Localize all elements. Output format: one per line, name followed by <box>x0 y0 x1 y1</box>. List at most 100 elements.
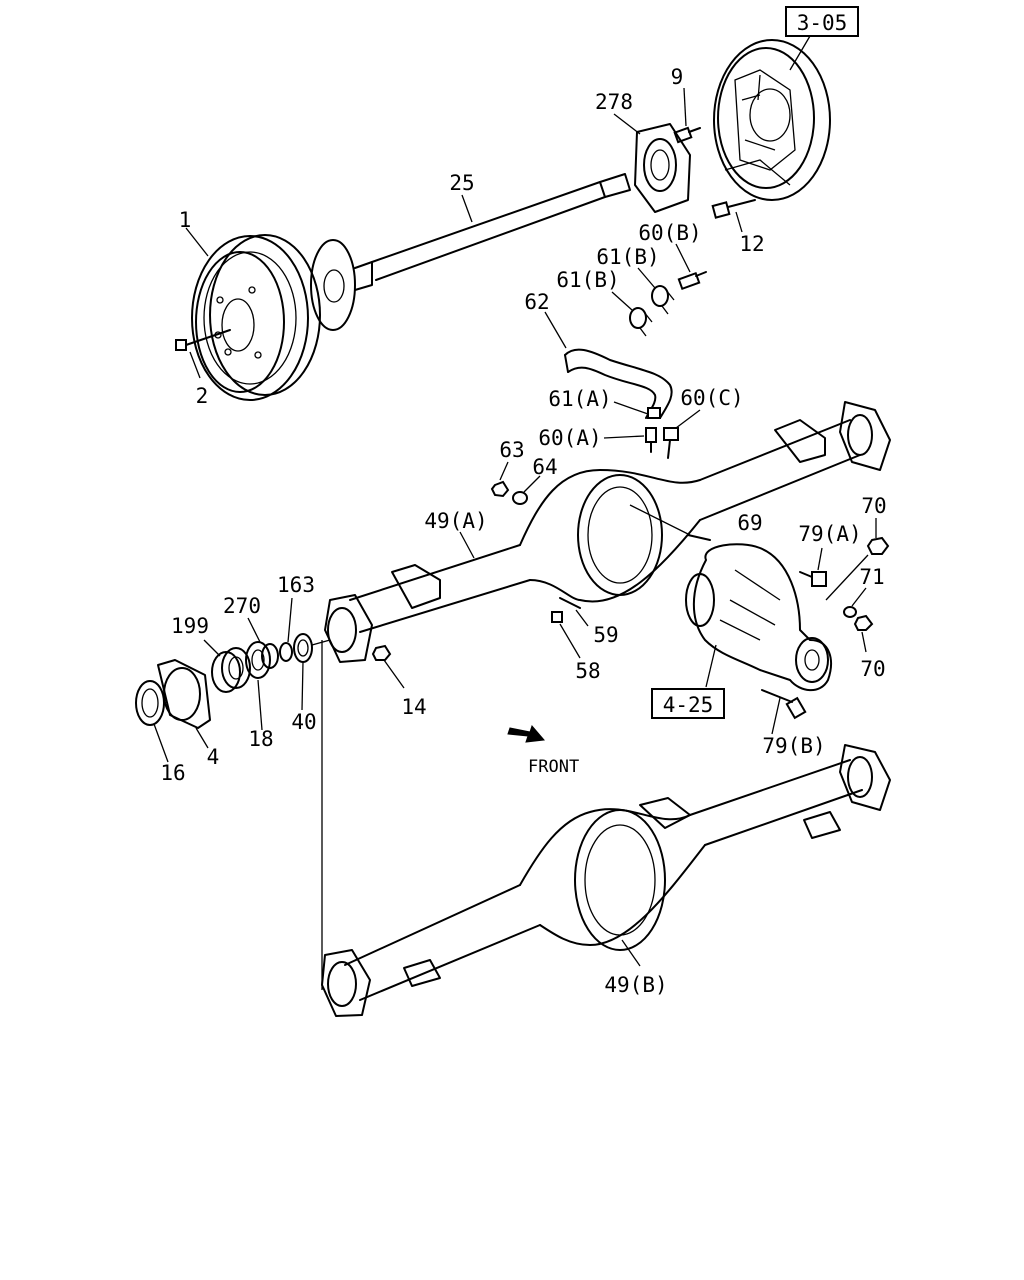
leader-16 <box>153 723 169 763</box>
ref-box-4-25-label: 4-25 <box>663 693 714 717</box>
callout-18: 18 <box>248 727 273 751</box>
leader-270 <box>247 617 261 643</box>
seal-16 <box>135 680 165 726</box>
bolt-12 <box>711 199 756 219</box>
callout-61a: 61(A) <box>548 387 611 411</box>
bolt-9 <box>673 126 701 144</box>
callout-270: 270 <box>223 594 261 618</box>
leader-70-stud <box>825 554 869 601</box>
seal-plate-278 <box>634 123 691 213</box>
callout-58: 58 <box>575 659 600 683</box>
leader-12 <box>735 211 743 233</box>
callout-79b: 79(B) <box>762 734 825 758</box>
axle-housing-49b <box>321 744 891 1017</box>
snap-ring-163 <box>279 642 293 662</box>
callout-79a: 79(A) <box>798 522 861 546</box>
leader-3-05 <box>789 35 811 71</box>
callout-199: 199 <box>171 614 209 638</box>
callout-70-lower: 70 <box>860 657 885 681</box>
leader-49a <box>459 531 475 559</box>
leader-25 <box>461 194 473 223</box>
callout-60b: 60(B) <box>638 221 701 245</box>
leader-60a <box>603 435 645 439</box>
leader-4 <box>195 727 209 749</box>
callout-1: 1 <box>179 208 192 232</box>
callout-64: 64 <box>532 455 557 479</box>
callout-61b-lower: 61(B) <box>556 268 619 292</box>
callout-4: 4 <box>207 745 220 769</box>
leader-61b-upper <box>637 267 656 289</box>
differential-carrier <box>685 543 832 692</box>
breather-60c <box>663 427 679 459</box>
callout-59: 59 <box>593 623 618 647</box>
leader-1 <box>185 227 209 257</box>
leader-62 <box>544 311 567 349</box>
bearing-199 <box>211 647 251 693</box>
leader-163 <box>287 597 293 643</box>
leader-9 <box>683 87 687 127</box>
callout-60c: 60(C) <box>680 386 743 410</box>
leader-199 <box>203 639 221 657</box>
arrow-southeast-icon <box>507 725 545 743</box>
bearing-270 <box>245 641 279 679</box>
callout-62: 62 <box>524 290 549 314</box>
leader-71 <box>851 587 867 607</box>
callout-69: 69 <box>737 511 762 535</box>
connector-61a <box>647 407 661 419</box>
callout-61b-upper: 61(B) <box>596 245 659 269</box>
leader-49b <box>621 939 641 967</box>
nut-70-upper <box>866 536 890 555</box>
leader-79a <box>817 547 823 571</box>
callout-49a: 49(A) <box>424 509 487 533</box>
callout-278: 278 <box>595 90 633 114</box>
breather-60b <box>677 271 707 291</box>
callout-49b: 49(B) <box>604 973 667 997</box>
callout-25: 25 <box>449 171 474 195</box>
leader-shaft-hub <box>311 639 331 646</box>
ref-box-3-05[interactable]: 3-05 <box>785 6 859 37</box>
leader-61a <box>613 401 649 415</box>
callout-9: 9 <box>671 65 684 89</box>
clip-61b-lower <box>629 307 653 337</box>
callout-14: 14 <box>401 695 426 719</box>
breather-60a <box>645 427 657 453</box>
front-label: FRONT <box>528 757 579 777</box>
leader-4-25 <box>705 644 717 688</box>
callout-16: 16 <box>160 761 185 785</box>
leader-2 <box>189 351 201 379</box>
axle-housing-49a <box>324 401 891 663</box>
bolt-79a <box>799 571 827 587</box>
seal-40 <box>293 633 313 663</box>
brake-backing-plate <box>713 39 831 201</box>
leader-60c <box>675 409 701 429</box>
callout-70-upper: 70 <box>861 494 886 518</box>
leader-278 <box>613 113 641 135</box>
callout-163: 163 <box>277 573 315 597</box>
leader-14 <box>383 659 405 689</box>
leader-79b <box>771 697 781 735</box>
nut-70-lower <box>853 614 874 631</box>
callout-60a: 60(A) <box>538 426 601 450</box>
leader-64 <box>523 475 541 493</box>
bolt-79b <box>761 689 807 720</box>
nut-14 <box>371 644 392 661</box>
stud-69 <box>687 534 711 541</box>
breather-hose-62 <box>564 348 673 419</box>
leader-69-line <box>629 504 691 536</box>
washer-64 <box>512 491 528 505</box>
callout-63: 63 <box>499 438 524 462</box>
ref-box-4-25[interactable]: 4-25 <box>651 688 725 719</box>
nut-63 <box>490 480 510 498</box>
leader-61b-lower <box>611 291 633 311</box>
housing-4 <box>157 659 211 729</box>
clip-61b-upper <box>651 285 675 315</box>
axle-shaft-25 <box>310 173 631 331</box>
leader-59 <box>575 609 589 627</box>
leader-63 <box>499 461 509 481</box>
leader-58 <box>559 623 581 659</box>
leader-18 <box>257 679 263 731</box>
callout-40: 40 <box>291 710 316 734</box>
gasket-59 <box>559 597 581 609</box>
screw-2 <box>175 329 231 351</box>
